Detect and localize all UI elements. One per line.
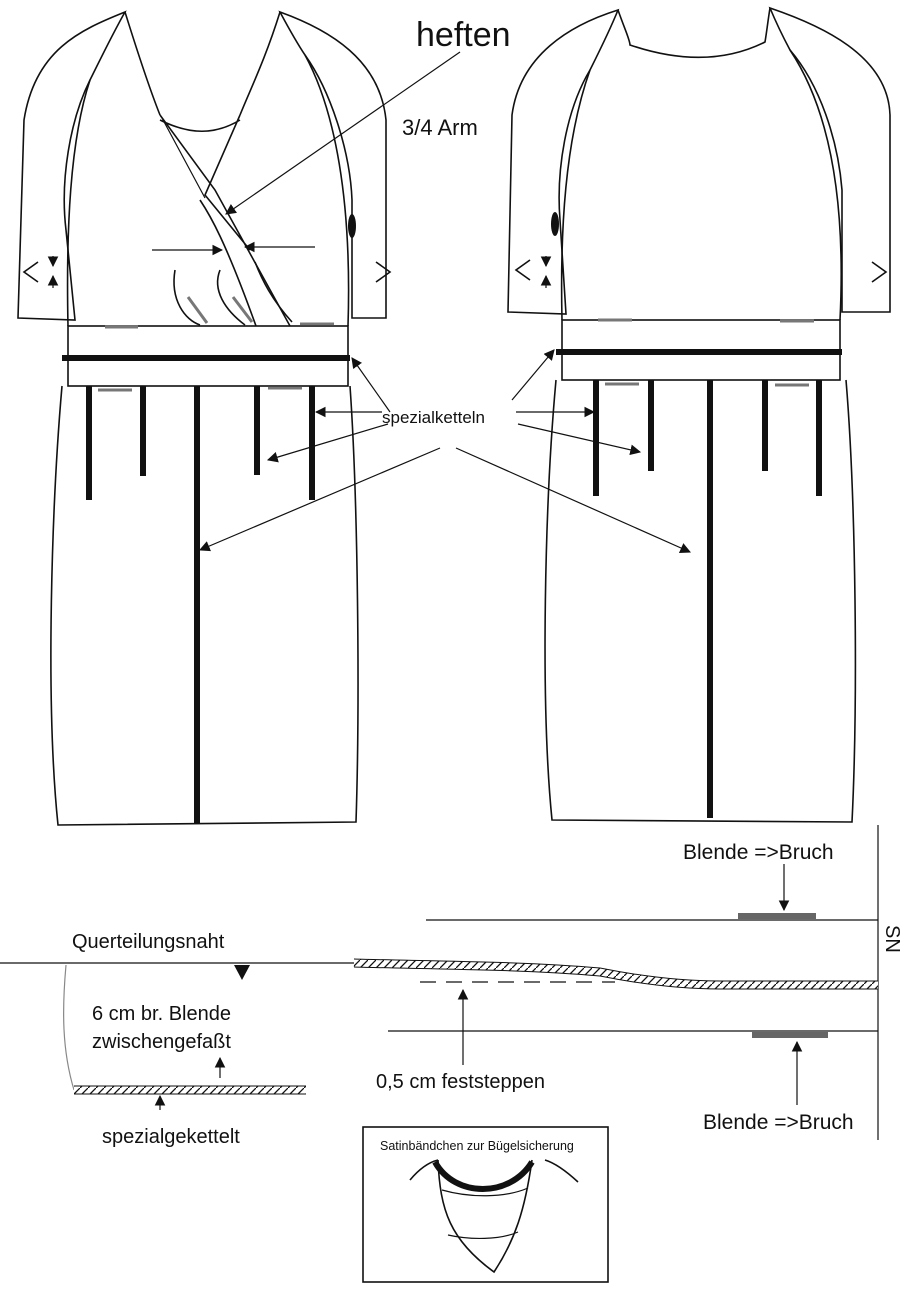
inset-shoulder <box>409 1159 579 1183</box>
blende-edge <box>63 964 75 1091</box>
spez-arrow <box>455 447 691 553</box>
inset-neck <box>437 1159 533 1274</box>
seam-marker-icon <box>234 965 250 980</box>
front-dress <box>17 10 392 826</box>
satin-ribbon <box>432 1160 535 1192</box>
spez-arrow <box>199 447 441 552</box>
front-tuck <box>173 269 201 326</box>
label-blende-bruch-bottom: Blende =>Bruch <box>703 1111 854 1134</box>
back-left-sleeve <box>507 8 620 315</box>
label-blende-line1: 6 cm br. Blende <box>92 1003 231 1025</box>
front-right-sleeve <box>278 10 387 319</box>
front-left-sleeve <box>17 10 127 321</box>
back-neckline <box>617 7 771 59</box>
label-querteilungsnaht: Querteilungsnaht <box>72 931 225 953</box>
label-heften: heften <box>416 16 511 54</box>
front-undershirt <box>161 117 206 199</box>
inset-lines <box>441 1187 529 1240</box>
sleeve-vent-icon <box>375 261 392 283</box>
rope-seam-outline <box>353 958 878 990</box>
sleeve-vent-icon <box>22 261 39 283</box>
back-skirt <box>544 379 857 823</box>
button-icon <box>551 212 559 236</box>
front-tuck-mark <box>186 296 209 324</box>
front-skirt <box>50 385 359 826</box>
label-spezialketteln: spezialketteln <box>382 408 485 427</box>
front-tuck <box>254 261 293 323</box>
label-sn: SN <box>881 925 903 953</box>
inset-frame <box>362 1126 609 1283</box>
back-bodice <box>560 49 843 321</box>
rope-seam-small-outline <box>74 1085 306 1095</box>
blende-bottom-mark <box>752 1032 828 1038</box>
front-tuck-mark <box>231 296 254 323</box>
seam-detail: SN Blende =>Bruch Querteilungsnaht 0,5 c… <box>0 825 903 1148</box>
sleeve-vent-icon <box>871 261 888 283</box>
back-dress <box>507 6 891 823</box>
label-spezialgekettelt: spezialgekettelt <box>102 1126 240 1148</box>
back-right-sleeve <box>768 6 891 313</box>
blende-top-mark <box>738 913 816 919</box>
front-wrap-neckline <box>159 114 291 327</box>
button-icon <box>348 214 356 238</box>
spez-arrow <box>511 349 555 401</box>
label-satin: Satinbändchen zur Bügelsicherung <box>380 1139 574 1153</box>
front-tuck <box>216 269 246 326</box>
rope-seam <box>353 959 878 989</box>
label-sleeve: 3/4 Arm <box>402 115 478 140</box>
spez-arrow <box>266 423 389 463</box>
label-feststeppen: 0,5 cm feststeppen <box>376 1071 545 1093</box>
spez-arrow <box>517 423 642 456</box>
label-blende-bruch-top: Blende =>Bruch <box>683 841 834 864</box>
front-bodice <box>66 11 350 327</box>
heften-arrow <box>225 51 461 215</box>
sleeve-vent-icon <box>514 259 531 281</box>
satin-inset: Satinbändchen zur Bügelsicherung <box>362 1126 609 1283</box>
label-blende-line2: zwischengefaßt <box>92 1031 231 1053</box>
spez-arrow <box>351 357 391 413</box>
